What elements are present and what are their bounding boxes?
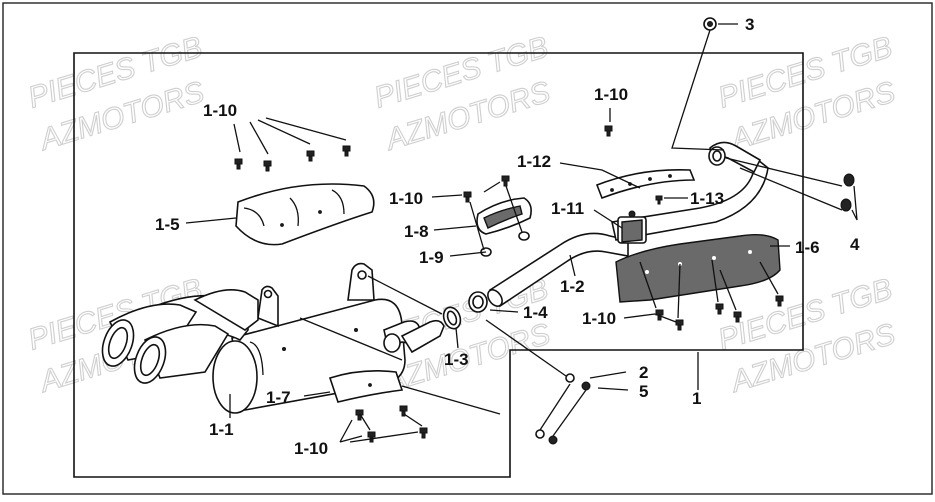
bolt-hardware <box>234 125 784 443</box>
callout-1-10: 1-10 <box>389 189 423 208</box>
callout-1-10: 1-10 <box>582 309 616 328</box>
callout-1-4: 1-4 <box>523 303 548 322</box>
callout-1-5: 1-5 <box>155 215 180 234</box>
muffler-heat-shield <box>235 183 375 246</box>
callout-2: 2 <box>639 363 648 382</box>
callout-1-2: 1-2 <box>560 277 585 296</box>
callout-1-3: 1-3 <box>444 350 469 369</box>
pipe-clamp <box>617 210 647 244</box>
callout-1-1: 1-1 <box>209 420 234 439</box>
clamp-ring <box>468 291 488 313</box>
muffler-guard <box>328 370 404 403</box>
twin-tailpipes <box>101 289 259 384</box>
callout-1-8: 1-8 <box>404 222 429 241</box>
leader-lines <box>299 29 843 437</box>
callout-leaders <box>185 23 858 443</box>
callout-labels: 3 1-10 1-10 1-12 1-10 1-13 1-11 1-5 1-8 … <box>155 15 860 458</box>
muffler-inlet-pipe <box>383 319 445 354</box>
callout-1-10: 1-10 <box>594 85 628 104</box>
callout-1-7: 1-7 <box>266 388 291 407</box>
callout-1-10: 1-10 <box>294 439 328 458</box>
assembly-boundary <box>73 52 804 478</box>
callout-1-6: 1-6 <box>795 238 820 257</box>
pipe-heat-shield <box>615 233 781 303</box>
mid-pipe <box>487 232 629 308</box>
callout-3: 3 <box>745 15 754 34</box>
small-heat-shield <box>476 197 532 235</box>
callout-1-12: 1-12 <box>517 152 551 171</box>
callout-4: 4 <box>850 235 860 254</box>
callout-5: 5 <box>639 382 648 401</box>
callout-1: 1 <box>692 389 701 408</box>
callout-1-13: 1-13 <box>690 189 724 208</box>
callout-1-10: 1-10 <box>203 101 237 120</box>
muffler-bracket <box>257 262 375 328</box>
callout-1-9: 1-9 <box>419 248 444 267</box>
header-heat-shield <box>595 168 696 200</box>
callout-1-11: 1-11 <box>551 199 584 218</box>
